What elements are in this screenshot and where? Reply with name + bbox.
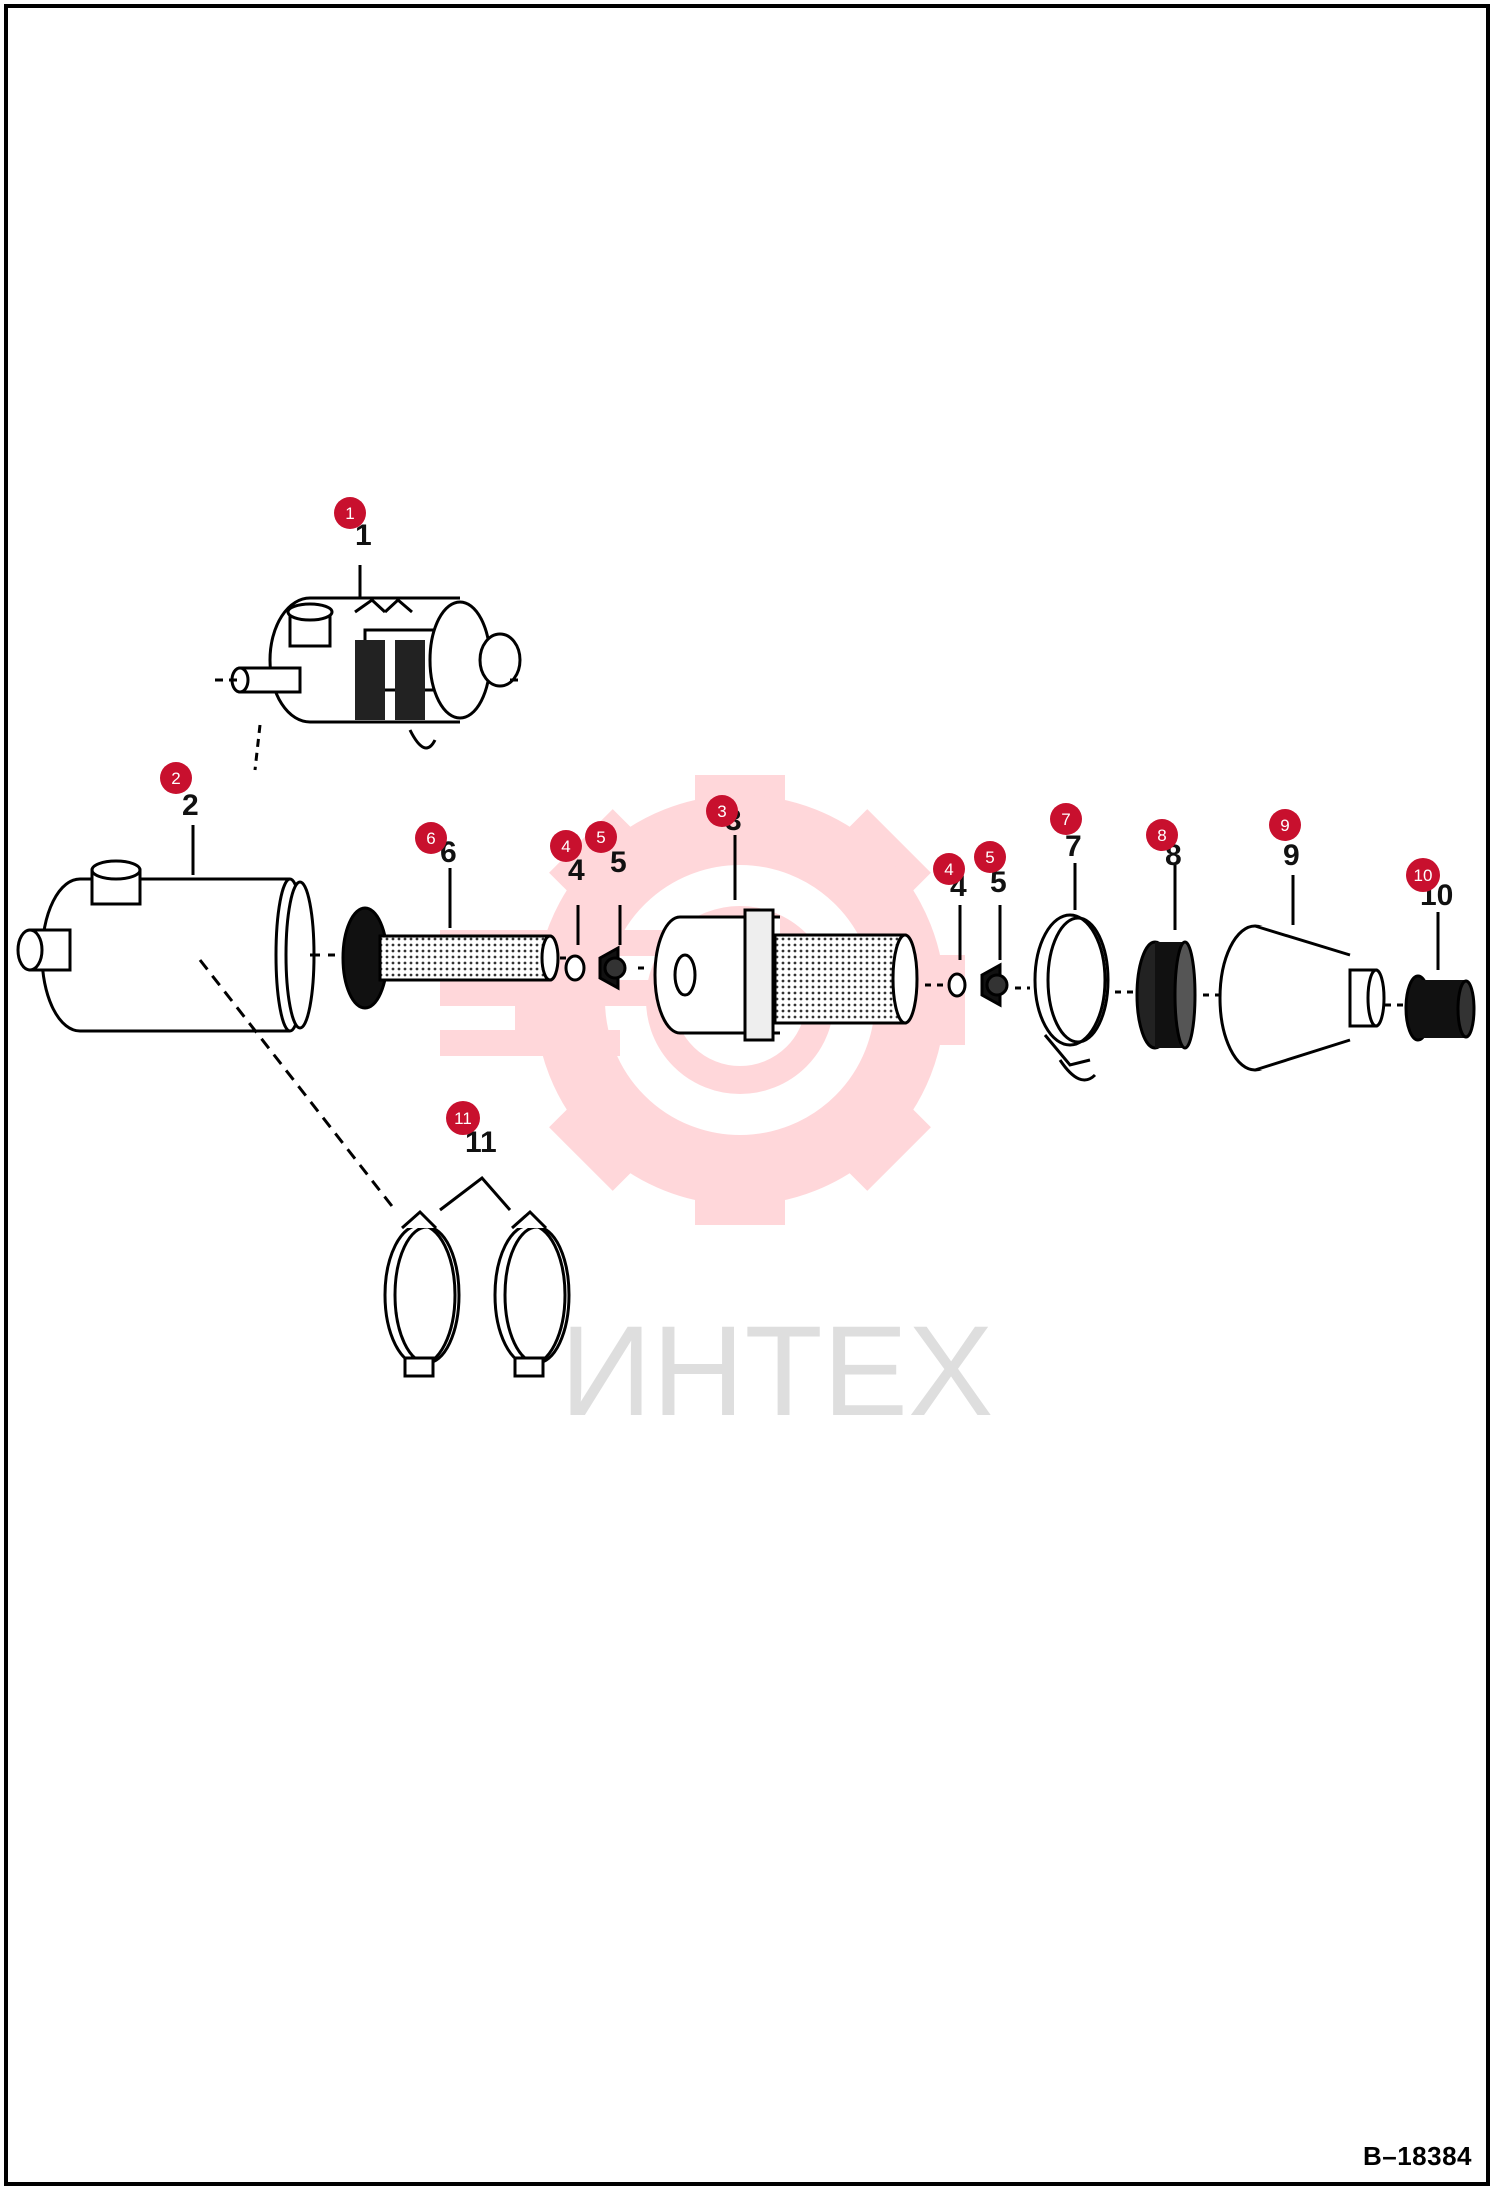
callout-badge[interactable]: 3 [706,795,738,827]
callout-badge[interactable]: 9 [1269,809,1301,841]
part-6-inner-element [341,868,580,1010]
part-9-dust-cup [1218,875,1405,1072]
part-label: 1 [355,519,372,552]
part-label: 7 [1065,830,1082,863]
part-10-vacuator-valve [1404,912,1476,1042]
callout-badge[interactable]: 1 [334,497,366,529]
svg-text:4: 4 [944,860,953,879]
svg-text:8: 8 [1157,826,1166,845]
watermark-text: ИНТЕХ [560,1300,993,1443]
svg-text:4: 4 [561,837,570,856]
washer-and-wingnut-set-2 [947,905,1030,1008]
callout-badge[interactable]: 4 [933,853,965,885]
watermark-logo: ИНТЕХ [440,775,993,1443]
svg-text:1: 1 [345,504,354,523]
callout-badge[interactable]: 2 [160,762,192,794]
part-label: 5 [990,866,1007,899]
callout-badges: 1 2 3 4 5 6 4 5 7 8 9 10 11 [160,497,1440,1135]
callout-badge[interactable]: 5 [585,821,617,853]
callout-badge[interactable]: 7 [1050,803,1082,835]
part-label: 2 [182,789,199,822]
callout-badge[interactable]: 5 [974,841,1006,873]
svg-text:9: 9 [1280,816,1289,835]
part-7-clamp-band [1033,863,1135,1082]
svg-text:7: 7 [1061,810,1070,829]
svg-text:11: 11 [454,1109,472,1128]
callout-badge[interactable]: 8 [1146,819,1178,851]
svg-text:6: 6 [426,829,435,848]
callout-badge[interactable]: 11 [446,1101,480,1135]
part-label: 5 [610,846,627,879]
svg-text:5: 5 [985,848,994,867]
part-3-outer-element [653,835,945,1042]
svg-text:3: 3 [717,802,726,821]
part-11-mounting-bands [383,1175,571,1378]
washer-and-wingnut-set-1 [564,905,650,991]
svg-text:2: 2 [171,769,180,788]
callout-badge[interactable]: 4 [550,830,582,862]
svg-text:5: 5 [596,828,605,847]
part-1-assembled-air-cleaner [215,565,522,771]
svg-text:10: 10 [1414,866,1433,885]
part-label: 4 [568,854,585,887]
part-2-housing [16,825,397,1211]
part-8-seal [1135,865,1220,1050]
part-label: 9 [1283,839,1300,872]
callout-badge[interactable]: 10 [1406,858,1440,892]
diagram-frame [4,4,1490,2186]
callout-badge[interactable]: 6 [415,822,447,854]
drawing-code: B–18384 [1362,2141,1472,2171]
